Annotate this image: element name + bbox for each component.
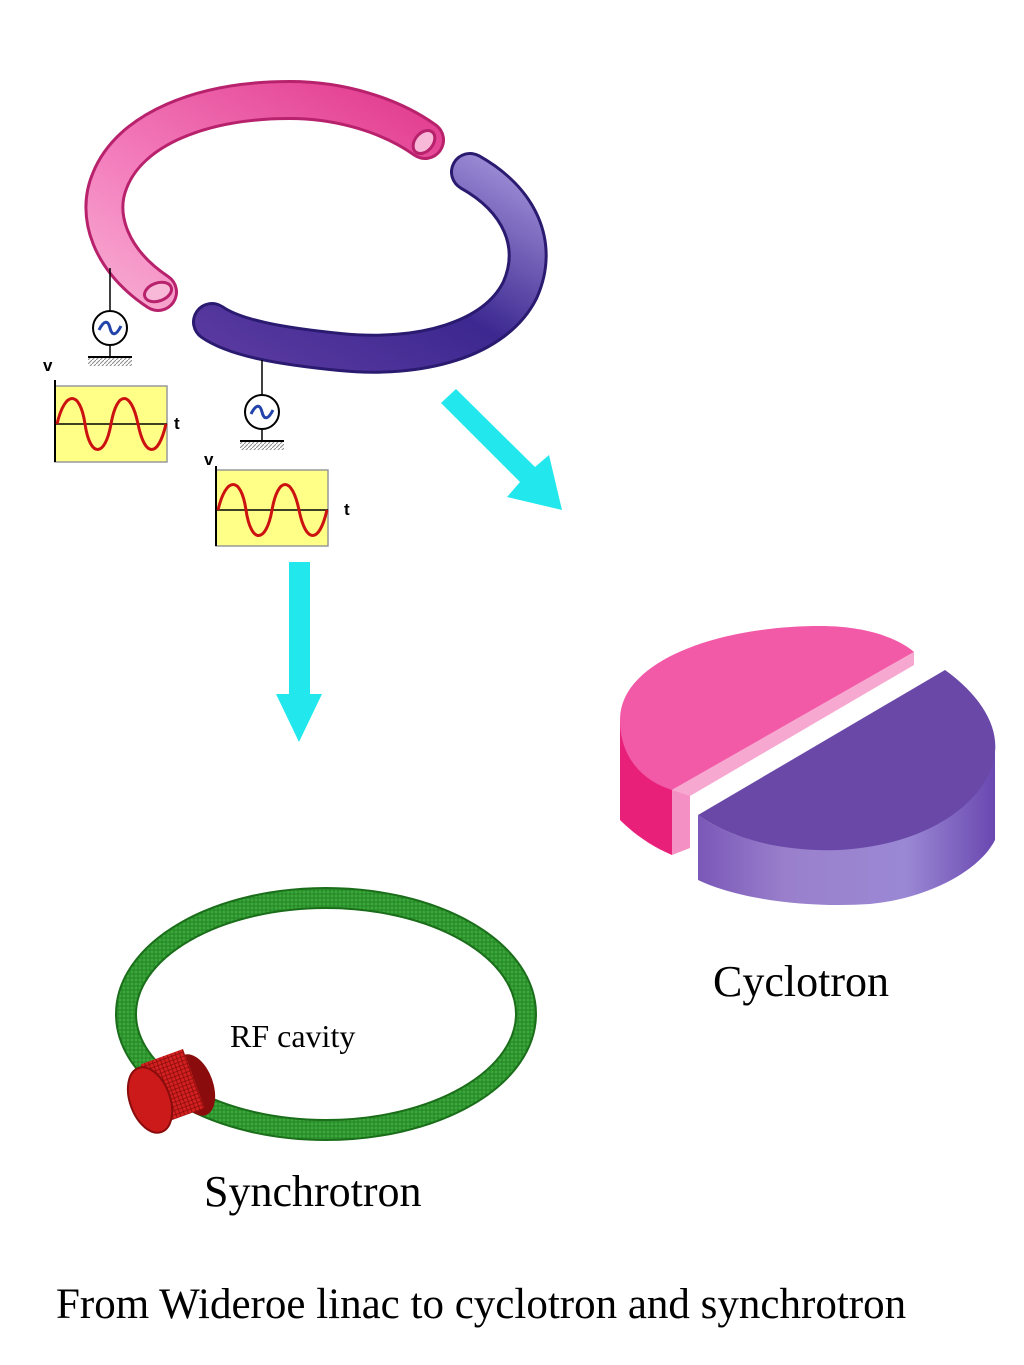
pink-dee	[620, 626, 914, 790]
caption: From Wideroe linac to cyclotron and sync…	[56, 1281, 907, 1328]
ground-icon	[88, 356, 132, 366]
t-axis-label-left: t	[174, 414, 180, 433]
wideroe-ring	[84, 79, 548, 395]
rf-cavity-label: RF cavity	[230, 1018, 356, 1054]
sine-wave	[216, 483, 329, 537]
v-axis-label-right: v	[204, 450, 214, 469]
purple-dee	[698, 670, 996, 851]
cyclotron-label: Cyclotron	[713, 957, 889, 1006]
t-axis-label-right: t	[344, 500, 350, 519]
ground-icon	[240, 440, 284, 450]
down-arrow-icon	[276, 562, 322, 742]
cyclotron-dees	[620, 626, 996, 905]
sine-wave	[55, 397, 168, 451]
down-arrow-icon	[441, 389, 562, 510]
ac-source-icon	[92, 310, 128, 356]
ac-source-icon	[244, 394, 280, 440]
synchrotron-label: Synchrotron	[204, 1167, 422, 1216]
voltage-plot-left	[54, 380, 168, 463]
rf-cavity	[126, 1049, 216, 1134]
v-axis-label-left: v	[43, 356, 53, 375]
synchrotron-ring	[115, 887, 537, 1141]
voltage-plot-right	[215, 466, 329, 547]
